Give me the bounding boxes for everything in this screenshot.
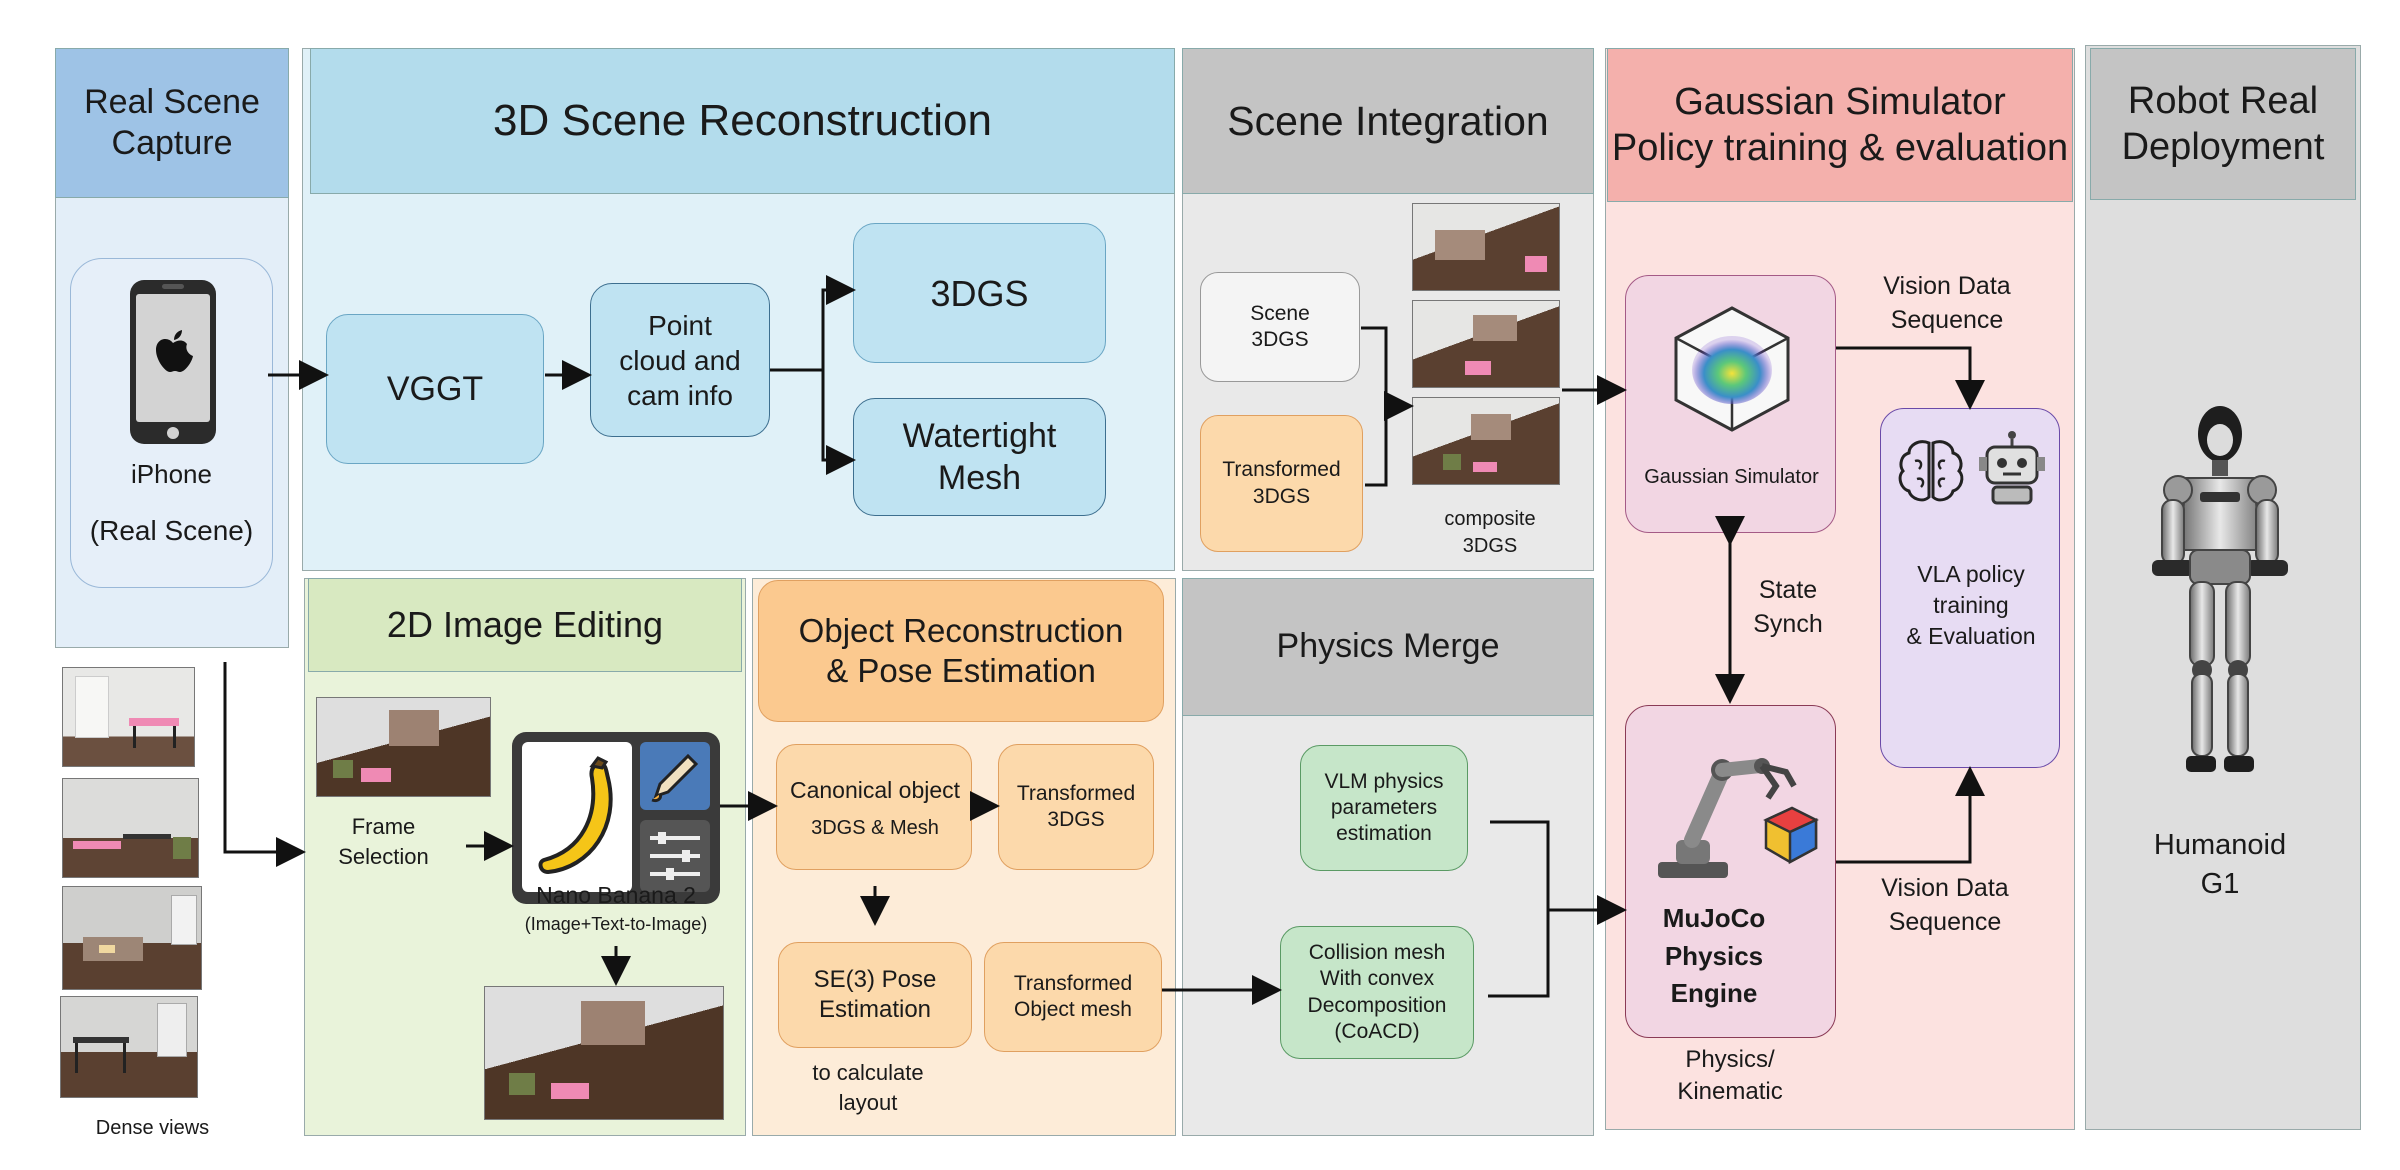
pointcloud-box: Point cloud and cam info: [590, 283, 770, 437]
composite-label: composite 3DGS: [1444, 508, 1536, 557]
state-synch-label: State Synch: [1753, 576, 1823, 638]
edited-image: [484, 986, 724, 1120]
deploy-panel: [2085, 45, 2361, 1130]
humanoid-label: Humanoid G1: [2153, 829, 2287, 901]
canonical-box: Canonical object 3DGS & Mesh: [776, 744, 972, 870]
iphone-label: iPhone: [131, 459, 212, 489]
se3-pose-box: SE(3) Pose Estimation: [778, 942, 972, 1048]
integration-header: Scene Integration: [1182, 48, 1594, 194]
editing-header: 2D Image Editing: [308, 578, 742, 672]
deploy-header: Robot Real Deployment: [2090, 48, 2356, 200]
canonical-sublabel: 3DGS & Mesh: [811, 817, 939, 839]
dense-views-label: Dense views: [95, 1117, 210, 1139]
vision-data-top-label: Vision Data Sequence: [1883, 272, 2011, 334]
mujoco-box: MuJoCo Physics Engine: [1625, 705, 1836, 1038]
robot-icon: [1979, 431, 2045, 505]
iphone-sublabel: (Real Scene): [89, 515, 254, 546]
physmerge-header: Physics Merge: [1182, 578, 1594, 716]
arrow-capture-to-editing: [223, 662, 306, 867]
frame-selection-label: Frame Selection: [338, 814, 429, 869]
gs-box: 3DGS: [853, 223, 1106, 363]
nano-banana-sublabel: (Image+Text-to-Image): [524, 914, 708, 934]
collision-mesh-box: Collision mesh With convex Decomposition…: [1280, 926, 1474, 1059]
dense-view-3: [62, 886, 202, 990]
nano-banana-label: Nano Banana 2: [536, 882, 696, 908]
robot-arm-icon: [1658, 758, 1819, 878]
scene-3dgs-box: Scene 3DGS: [1200, 272, 1360, 382]
objrecon-header: Object Reconstruction & Pose Estimation: [758, 580, 1164, 722]
brain-icon: [1898, 440, 1964, 502]
vlm-physics-box: VLM physics parameters estimation: [1300, 745, 1468, 871]
gaussian-cube-icon: [1674, 306, 1790, 432]
dense-view-4: [60, 996, 198, 1098]
humanoid-robot-image: [2152, 406, 2288, 772]
transformed-mesh-box: Transformed Object mesh: [984, 942, 1162, 1052]
composite-image-3: [1412, 397, 1560, 485]
dense-view-2: [62, 778, 199, 878]
watertight-mesh-box: Watertight Mesh: [853, 398, 1106, 516]
dense-view-1: [62, 667, 195, 767]
composite-image-1: [1412, 203, 1560, 291]
simulator-header: Gaussian Simulator Policy training & eva…: [1607, 48, 2073, 202]
physics-kinematic-label: Physics/ Kinematic: [1677, 1046, 1783, 1106]
vggt-box: VGGT: [326, 314, 544, 464]
obj-transformed-3dgs-box: Transformed 3DGS: [998, 744, 1154, 870]
gaussian-simulator-label: Gaussian Simulator: [1644, 466, 1819, 488]
vla-policy-label: VLA policy training & Evaluation: [1906, 561, 2036, 650]
canonical-label: Canonical object: [789, 777, 961, 803]
frame-image: [316, 697, 491, 797]
gaussian-simulator-box: Gaussian Simulator: [1625, 275, 1836, 533]
vla-policy-box: VLA policy training & Evaluation: [1880, 408, 2060, 768]
composite-image-2: [1412, 300, 1560, 388]
vision-data-bottom-label: Vision Data Sequence: [1881, 874, 2009, 936]
se3-note: to calculate layout: [812, 1060, 924, 1115]
transformed-3dgs-box: Transformed 3DGS: [1200, 415, 1363, 552]
nano-banana-icon: [512, 732, 720, 904]
iphone-icon: [130, 280, 216, 444]
capture-header: Real Scene Capture: [55, 48, 289, 198]
recon3d-header: 3D Scene Reconstruction: [310, 48, 1175, 194]
mujoco-label: MuJoCo Physics Engine: [1662, 903, 1766, 1009]
